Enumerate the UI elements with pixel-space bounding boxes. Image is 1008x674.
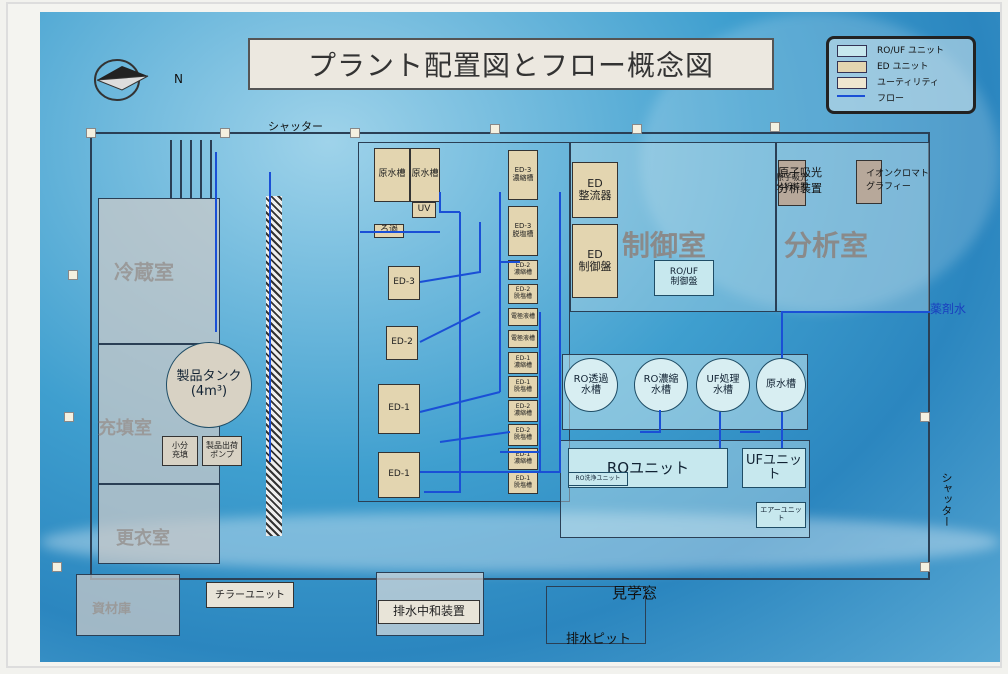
materials-label: 資材庫 [92, 602, 132, 617]
tank-ed3-desalted: ED-3 脱塩槽 [508, 206, 538, 256]
air-unit: エアーユニット [756, 502, 806, 528]
ion-chrom-label: イオンクロマト グラフィー [866, 169, 930, 192]
drain-pit-area [546, 586, 646, 644]
product-tank: 製品タンク (4m³) [166, 342, 252, 428]
ro-uf-control-panel: RO/UF 制御盤 [654, 260, 714, 296]
wall-node [350, 128, 360, 138]
locker-room [98, 484, 220, 564]
cold-storage-label: 冷蔵室 [114, 260, 174, 284]
ro-concentrate-tank: RO濃縮 水槽 [634, 358, 688, 412]
ed-unit-1b: ED-1 [378, 452, 420, 498]
building-outline [90, 132, 930, 580]
compass-icon [92, 56, 152, 104]
ed-unit-3: ED-3 [388, 266, 420, 300]
legend-utility: ユーティリティ [877, 78, 939, 88]
ro-wash-unit: RO洗浄ユニット [568, 472, 628, 486]
filling-room-label: 充填室 [98, 418, 152, 439]
legend-ed: ED ユニット [877, 62, 929, 72]
observation-window-label: 見学窓 [612, 584, 658, 602]
raw-water-tank: 原水槽 [756, 358, 806, 412]
small-fill-unit: 小分 充填 [162, 436, 198, 466]
ed-rectifier: ED 整流器 [572, 162, 618, 218]
stairs [162, 140, 220, 198]
wall-node [52, 562, 62, 572]
wall-node [920, 562, 930, 572]
feed-tank-1: 原水槽 [374, 148, 410, 202]
wall-node [64, 412, 74, 422]
pure-water-label: 薬剤水 [930, 302, 967, 316]
shutter-top-label: シャッター [268, 120, 323, 133]
wall-node [632, 124, 642, 134]
locker-room-label: 更衣室 [116, 528, 170, 549]
ro-permeate-tank: RO透過 水槽 [564, 358, 618, 412]
materials-room [76, 574, 180, 636]
drain-pit-label: 排水ピット [566, 632, 632, 647]
aas-label: 原子吸光 分析装置 [778, 166, 822, 195]
analysis-room-label: 分析室 [784, 229, 869, 262]
title-banner: プラント配置図とフロー概念図 [248, 38, 774, 90]
wall-node [920, 412, 930, 422]
ed-unit-2: ED-2 [386, 326, 418, 360]
uf-unit: UFユニット [742, 448, 806, 488]
tank-ed1b-concentrate: ED-1 濃縮槽 [508, 448, 538, 470]
uf-treated-tank: UF処理 水槽 [696, 358, 750, 412]
page-title: プラント配置図とフロー概念図 [307, 49, 714, 82]
legend-ro-uf: RO/UF ユニット [877, 46, 944, 56]
legend-box: RO/UF ユニット ED ユニット ユーティリティ フロー [826, 36, 976, 114]
tank-ed2-concentrate: ED-2 濃縮槽 [508, 260, 538, 280]
tank-column: ED-3 濃縮槽 ED-3 脱塩槽 ED-2 濃縮槽 ED-2 脱塩槽 電極液槽… [508, 150, 538, 494]
control-room-label: 制御室 [622, 229, 707, 262]
wall-node [490, 124, 500, 134]
wall-node [68, 270, 78, 280]
cold-storage-room [98, 198, 220, 344]
tank-electrode-2: 電極液槽 [508, 330, 538, 348]
tank-ed3-concentrate: ED-3 濃縮槽 [508, 150, 538, 200]
product-pump: 製品出荷 ポンプ [202, 436, 242, 466]
tank-ed1-concentrate: ED-1 濃縮槽 [508, 352, 538, 374]
product-tank-name: 製品タンク [176, 369, 242, 385]
tank-ed2b-desalted: ED-2 脱塩槽 [508, 424, 538, 446]
legend-flow: フロー [877, 94, 905, 104]
tank-ed2b-concentrate: ED-2 濃縮槽 [508, 400, 538, 422]
ro-unit: ROユニット [568, 448, 728, 488]
ed-area [358, 142, 570, 502]
aas-unit: 原子吸光 分析装置 [776, 160, 808, 206]
ed-unit-1a: ED-1 [378, 384, 420, 434]
ed-control-panel: ED 制御盤 [572, 224, 618, 298]
legend-swatch-flow [837, 95, 865, 97]
ion-chrom-unit [856, 160, 882, 204]
legend-swatch-ro-uf [837, 45, 867, 57]
tank-ed1-desalted: ED-1 脱塩槽 [508, 376, 538, 398]
feed-tank-2: 原水槽 [410, 148, 440, 202]
neutralizer-unit: 排水中和装置 [378, 600, 480, 624]
uv-unit: UV [412, 202, 436, 218]
legend-swatch-utility [837, 77, 867, 89]
flow-lines [215, 152, 930, 493]
wall-node [220, 128, 230, 138]
compass-label: N [174, 72, 183, 86]
shutter-right-label: シャッター [940, 472, 953, 527]
tank-ed2-desalted: ED-2 脱塩槽 [508, 284, 538, 304]
wall-node [86, 128, 96, 138]
tank-electrode-1: 電極液槽 [508, 308, 538, 326]
wall-node [770, 122, 780, 132]
product-tank-capacity: (4m³) [190, 384, 228, 399]
chiller-unit: チラーユニット [206, 582, 294, 608]
floor-plan-board: プラント配置図とフロー概念図 N RO/UF ユニット ED ユニット ユーティ… [40, 12, 1000, 662]
legend-swatch-ed [837, 61, 867, 73]
